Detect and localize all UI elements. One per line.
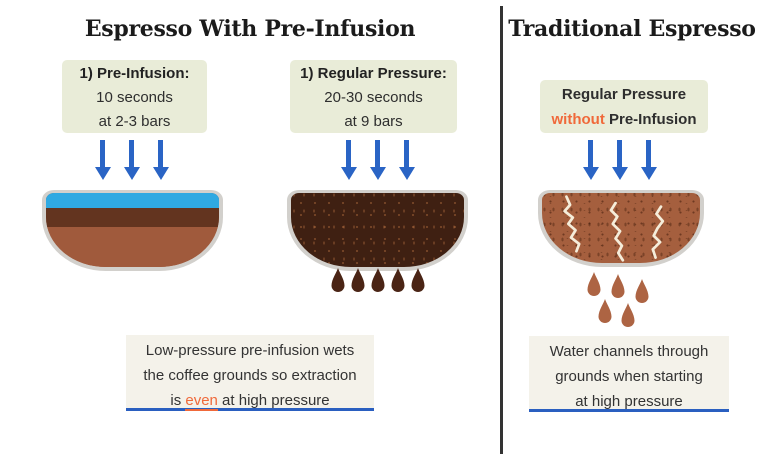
- right-panel-title: Traditional Espresso: [508, 16, 756, 42]
- saturated-grounds-basket: [287, 190, 468, 271]
- even-highlight: even: [185, 392, 218, 411]
- step2-heading: 1) Regular Pressure:: [300, 65, 447, 82]
- traditional-pressure-arrows: [582, 140, 657, 180]
- note-right-line3: at high pressure: [575, 393, 683, 410]
- down-arrow-icon: [123, 140, 140, 180]
- note-left-line3-suffix: at high pressure: [217, 392, 330, 409]
- trad-label-line2-rest: Pre-Infusion: [604, 111, 697, 128]
- pre-infusion-label-box: 1) Pre-Infusion: 10 seconds at 2-3 bars: [62, 60, 207, 133]
- left-panel-title: Espresso With Pre-Infusion: [84, 16, 416, 42]
- step1-heading: 1) Pre-Infusion:: [79, 65, 190, 82]
- down-arrow-icon: [369, 140, 386, 180]
- pre-infusion-arrows: [94, 140, 169, 180]
- note-left-line3-prefix: is: [170, 392, 186, 409]
- down-arrow-icon: [94, 140, 111, 180]
- down-arrow-icon: [582, 140, 599, 180]
- water-layer: [46, 193, 219, 208]
- step1-duration: 10 seconds: [96, 89, 173, 106]
- down-arrow-icon: [152, 140, 169, 180]
- step2-pressure: at 9 bars: [344, 113, 403, 130]
- step2-duration: 20-30 seconds: [324, 89, 423, 106]
- trad-label-line1: Regular Pressure: [561, 86, 687, 103]
- down-arrow-icon: [611, 140, 628, 180]
- note-left-line1: Low-pressure pre-infusion wets: [145, 342, 355, 359]
- trad-label-line2: without Pre-Infusion: [540, 107, 708, 132]
- scattered-espresso-drips: [587, 272, 649, 327]
- down-arrow-icon: [340, 140, 357, 180]
- down-arrow-icon: [640, 140, 657, 180]
- vertical-divider: [500, 6, 503, 454]
- even-espresso-drips: [331, 268, 425, 292]
- regular-pressure-arrows: [340, 140, 415, 180]
- down-arrow-icon: [398, 140, 415, 180]
- step1-pressure: at 2-3 bars: [98, 113, 171, 130]
- pre-infusion-note-box: Low-pressure pre-infusion wets the coffe…: [126, 335, 374, 411]
- coffee-grounds-layer: [46, 227, 219, 267]
- note-right-line1: Water channels through: [549, 343, 709, 360]
- traditional-label-box: Regular Pressure without Pre-Infusion: [540, 80, 708, 133]
- without-highlight: without: [551, 111, 605, 128]
- note-left-line3: is even at high pressure: [126, 388, 374, 413]
- note-right-line2: grounds when starting: [555, 368, 703, 385]
- water-channel-cracks: [563, 195, 665, 262]
- regular-pressure-label-box: 1) Regular Pressure: 20-30 seconds at 9 …: [290, 60, 457, 133]
- pre-infusion-basket: [42, 190, 223, 271]
- wet-grounds-layer: [46, 208, 219, 227]
- note-left-line2: the coffee grounds so extraction: [143, 367, 357, 384]
- channeled-grounds-basket: [538, 190, 704, 267]
- traditional-note-box: Water channels through grounds when star…: [529, 336, 729, 412]
